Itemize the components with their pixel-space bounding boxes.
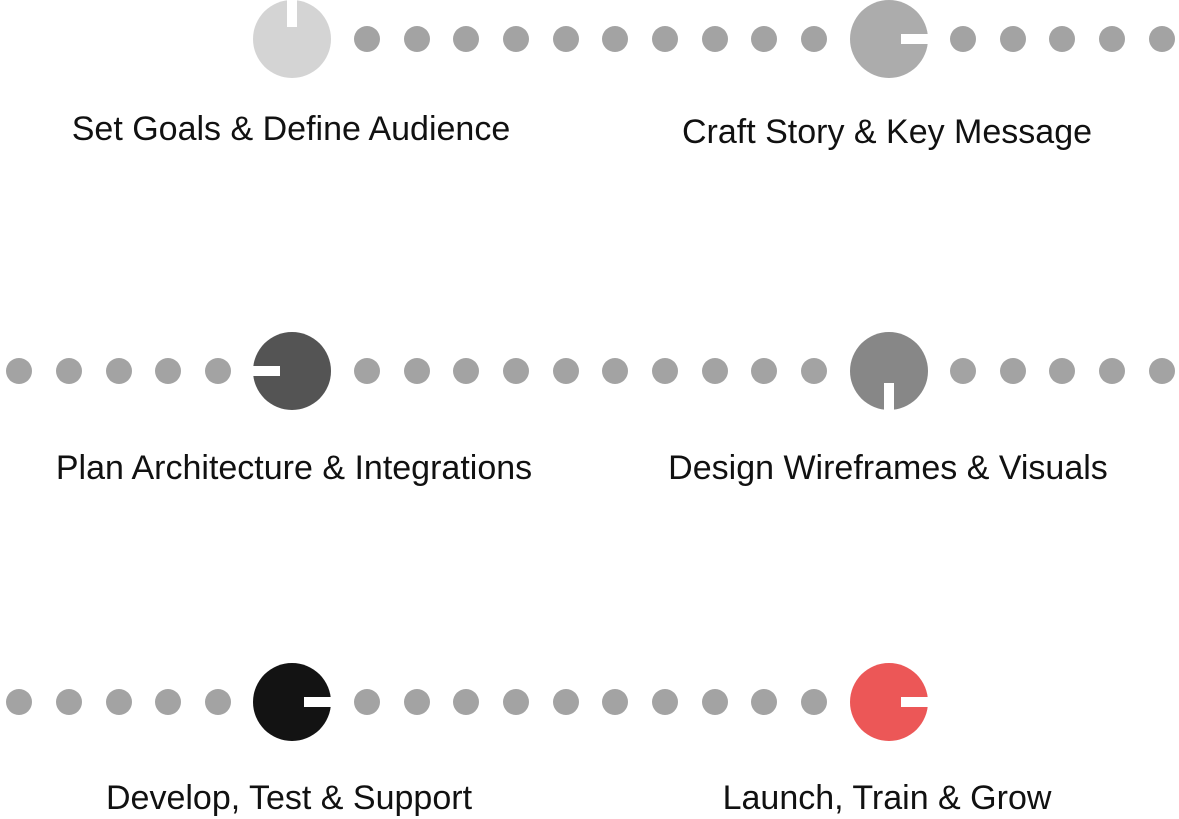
connector-dot — [553, 358, 579, 384]
connector-dot — [56, 358, 82, 384]
step-node-develop-test — [253, 663, 332, 741]
node-notch — [901, 697, 929, 707]
connector-dot — [6, 358, 32, 384]
connector-dot — [205, 358, 231, 384]
connector-dot — [205, 689, 231, 715]
connector-dot — [602, 358, 628, 384]
connector-dot — [1149, 26, 1175, 52]
connector-dot — [751, 689, 777, 715]
connector-dot — [106, 358, 132, 384]
connector-dot — [453, 689, 479, 715]
connector-dot — [652, 26, 678, 52]
connector-dot — [702, 358, 728, 384]
connector-dot — [503, 689, 529, 715]
step-label-set-goals: Set Goals & Define Audience — [71, 110, 511, 148]
connector-dot — [1000, 26, 1026, 52]
step-node-launch-train — [850, 663, 929, 741]
connector-dot — [652, 358, 678, 384]
step-label-plan-architecture: Plan Architecture & Integrations — [55, 449, 533, 487]
connector-dot — [1149, 358, 1175, 384]
connector-dot — [56, 689, 82, 715]
connector-dot — [1000, 358, 1026, 384]
connector-dot — [354, 689, 380, 715]
node-notch — [287, 0, 297, 27]
connector-dot — [801, 689, 827, 715]
connector-dot — [751, 26, 777, 52]
connector-dot — [503, 26, 529, 52]
connector-dot — [553, 26, 579, 52]
node-notch — [304, 697, 332, 707]
connector-dot — [404, 358, 430, 384]
connector-dot — [106, 689, 132, 715]
connector-dot — [155, 358, 181, 384]
step-nodes — [252, 0, 929, 741]
step-label-craft-story: Craft Story & Key Message — [681, 113, 1093, 151]
step-label-develop-test: Develop, Test & Support — [105, 779, 473, 817]
connector-dot — [652, 689, 678, 715]
connector-dot — [354, 358, 380, 384]
connector-dot — [1049, 358, 1075, 384]
connector-dot — [155, 689, 181, 715]
connector-dot — [950, 358, 976, 384]
node-notch — [884, 383, 894, 411]
connector-dot — [1099, 358, 1125, 384]
node-notch — [252, 366, 280, 376]
connector-dot — [404, 26, 430, 52]
connector-dot — [354, 26, 380, 52]
connector-dot — [751, 358, 777, 384]
connector-dot — [553, 689, 579, 715]
connector-dot — [702, 689, 728, 715]
connector-dots — [6, 26, 1175, 715]
step-label-design-wireframes: Design Wireframes & Visuals — [668, 449, 1108, 487]
step-node-plan-architecture — [252, 332, 331, 410]
connector-dot — [453, 26, 479, 52]
step-label-launch-train: Launch, Train & Grow — [722, 779, 1052, 817]
connector-dot — [1099, 26, 1125, 52]
connector-dot — [950, 26, 976, 52]
step-node-design-wireframes — [850, 332, 928, 411]
connector-dot — [602, 689, 628, 715]
connector-dot — [801, 26, 827, 52]
connector-dot — [602, 26, 628, 52]
node-notch — [901, 34, 929, 44]
connector-dot — [1049, 26, 1075, 52]
connector-dot — [801, 358, 827, 384]
step-node-set-goals — [253, 0, 331, 78]
connector-dot — [702, 26, 728, 52]
connector-dot — [503, 358, 529, 384]
connector-dot — [453, 358, 479, 384]
connector-dot — [6, 689, 32, 715]
connector-dot — [404, 689, 430, 715]
step-node-craft-story — [850, 0, 929, 78]
